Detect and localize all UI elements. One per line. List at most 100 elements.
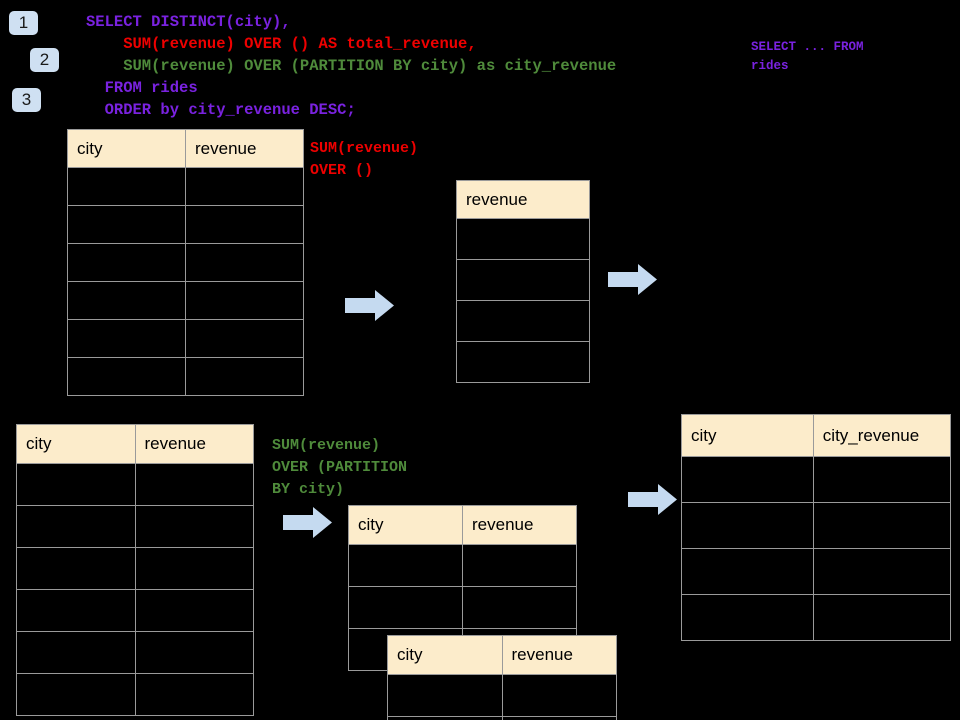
annotation-total-revenue-line-1: SUM(revenue) xyxy=(310,140,419,157)
annotation-total-revenue-line-2: OVER () xyxy=(310,162,374,179)
table-row xyxy=(456,300,590,342)
table-row xyxy=(67,167,304,206)
column-header-revenue: revenue xyxy=(501,635,617,675)
column-header-revenue: revenue xyxy=(462,505,577,545)
cell-city-revenue xyxy=(812,456,952,503)
side-note-line-2: rides xyxy=(751,59,789,73)
cell-revenue xyxy=(456,341,590,383)
annotation-city-revenue-line-2: OVER (PARTITION xyxy=(272,459,408,476)
cell-revenue xyxy=(456,218,590,260)
column-header-city: city xyxy=(681,414,814,457)
cell-revenue xyxy=(134,463,254,506)
table-row xyxy=(16,631,254,674)
column-header-revenue: revenue xyxy=(134,424,254,464)
table-row xyxy=(456,218,590,260)
cell-city xyxy=(348,544,463,587)
table-row xyxy=(16,547,254,590)
column-header-city: city xyxy=(67,129,186,168)
table-row xyxy=(456,259,590,301)
table-header-row: revenue xyxy=(456,180,590,219)
cell-city xyxy=(681,594,814,641)
arrow-partitions-to-result xyxy=(628,482,678,522)
sql-line-select: SELECT DISTINCT(city), xyxy=(86,13,291,31)
cell-city xyxy=(67,319,186,358)
cell-city xyxy=(681,548,814,595)
step-badge-3: 3 xyxy=(12,88,41,112)
cell-revenue xyxy=(185,281,304,320)
cell-city xyxy=(348,586,463,629)
table-row xyxy=(681,548,952,595)
table-row xyxy=(67,281,304,320)
cell-city-revenue xyxy=(812,594,952,641)
table-row xyxy=(348,544,577,587)
arrow-total-to-result xyxy=(608,262,658,302)
cell-city xyxy=(16,547,136,590)
cell-city xyxy=(16,631,136,674)
table-row xyxy=(681,502,952,549)
cell-city xyxy=(681,502,814,549)
cell-city xyxy=(67,243,186,282)
arrow-source-to-total xyxy=(345,288,395,328)
cell-city xyxy=(681,456,814,503)
annotation-city-revenue-line-1: SUM(revenue) xyxy=(272,437,381,454)
cell-revenue xyxy=(185,243,304,282)
cell-city xyxy=(387,716,503,720)
table-row xyxy=(67,319,304,358)
arrow-source-to-partitions xyxy=(283,505,333,545)
table-row xyxy=(67,205,304,244)
column-header-city-revenue: city_revenue xyxy=(812,414,952,457)
step-badge-1: 1 xyxy=(9,11,38,35)
cell-revenue xyxy=(185,319,304,358)
column-header-city: city xyxy=(348,505,463,545)
cell-city xyxy=(16,589,136,632)
table-header-row: city city_revenue xyxy=(681,414,952,457)
cell-revenue xyxy=(134,631,254,674)
sql-line-city-revenue: SUM(revenue) OVER (PARTITION BY city) as… xyxy=(86,57,617,75)
cell-city xyxy=(16,673,136,716)
rides-source-table-partitioned: city revenue xyxy=(16,424,254,716)
step-badge-2: 2 xyxy=(30,48,59,72)
cell-revenue xyxy=(456,300,590,342)
cell-revenue xyxy=(134,589,254,632)
table-row xyxy=(348,586,577,629)
table-header-row: city revenue xyxy=(67,129,304,168)
cell-city xyxy=(67,281,186,320)
cell-city xyxy=(387,674,503,717)
cell-city xyxy=(16,463,136,506)
table-header-row: city revenue xyxy=(387,635,617,675)
column-header-revenue: revenue xyxy=(185,129,304,168)
cell-revenue xyxy=(134,505,254,548)
table-header-row: city revenue xyxy=(16,424,254,464)
column-header-revenue: revenue xyxy=(456,180,590,219)
cell-revenue xyxy=(501,716,617,720)
table-row xyxy=(67,357,304,396)
total-revenue-table: revenue xyxy=(456,180,590,383)
table-row xyxy=(387,674,617,717)
cell-revenue xyxy=(462,544,577,587)
cell-revenue xyxy=(185,167,304,206)
cell-revenue xyxy=(501,674,617,717)
result-table: city city_revenue xyxy=(681,414,952,641)
table-row xyxy=(681,594,952,641)
table-row xyxy=(387,716,617,720)
cell-city xyxy=(16,505,136,548)
cell-revenue xyxy=(462,586,577,629)
sql-line-total-revenue: SUM(revenue) OVER () AS total_revenue, xyxy=(86,35,477,53)
cell-city xyxy=(67,205,186,244)
cell-revenue xyxy=(134,547,254,590)
partition-group-2: city revenue xyxy=(387,635,617,720)
table-header-row: city revenue xyxy=(348,505,577,545)
cell-revenue xyxy=(185,357,304,396)
table-row xyxy=(16,463,254,506)
cell-city-revenue xyxy=(812,502,952,549)
column-header-city: city xyxy=(387,635,503,675)
table-row xyxy=(456,341,590,383)
cell-city xyxy=(67,167,186,206)
table-row xyxy=(16,505,254,548)
cell-city-revenue xyxy=(812,548,952,595)
sql-line-from: FROM rides xyxy=(86,79,198,97)
cell-revenue xyxy=(134,673,254,716)
side-note-line-1: SELECT ... FROM xyxy=(751,40,864,54)
table-row xyxy=(67,243,304,282)
